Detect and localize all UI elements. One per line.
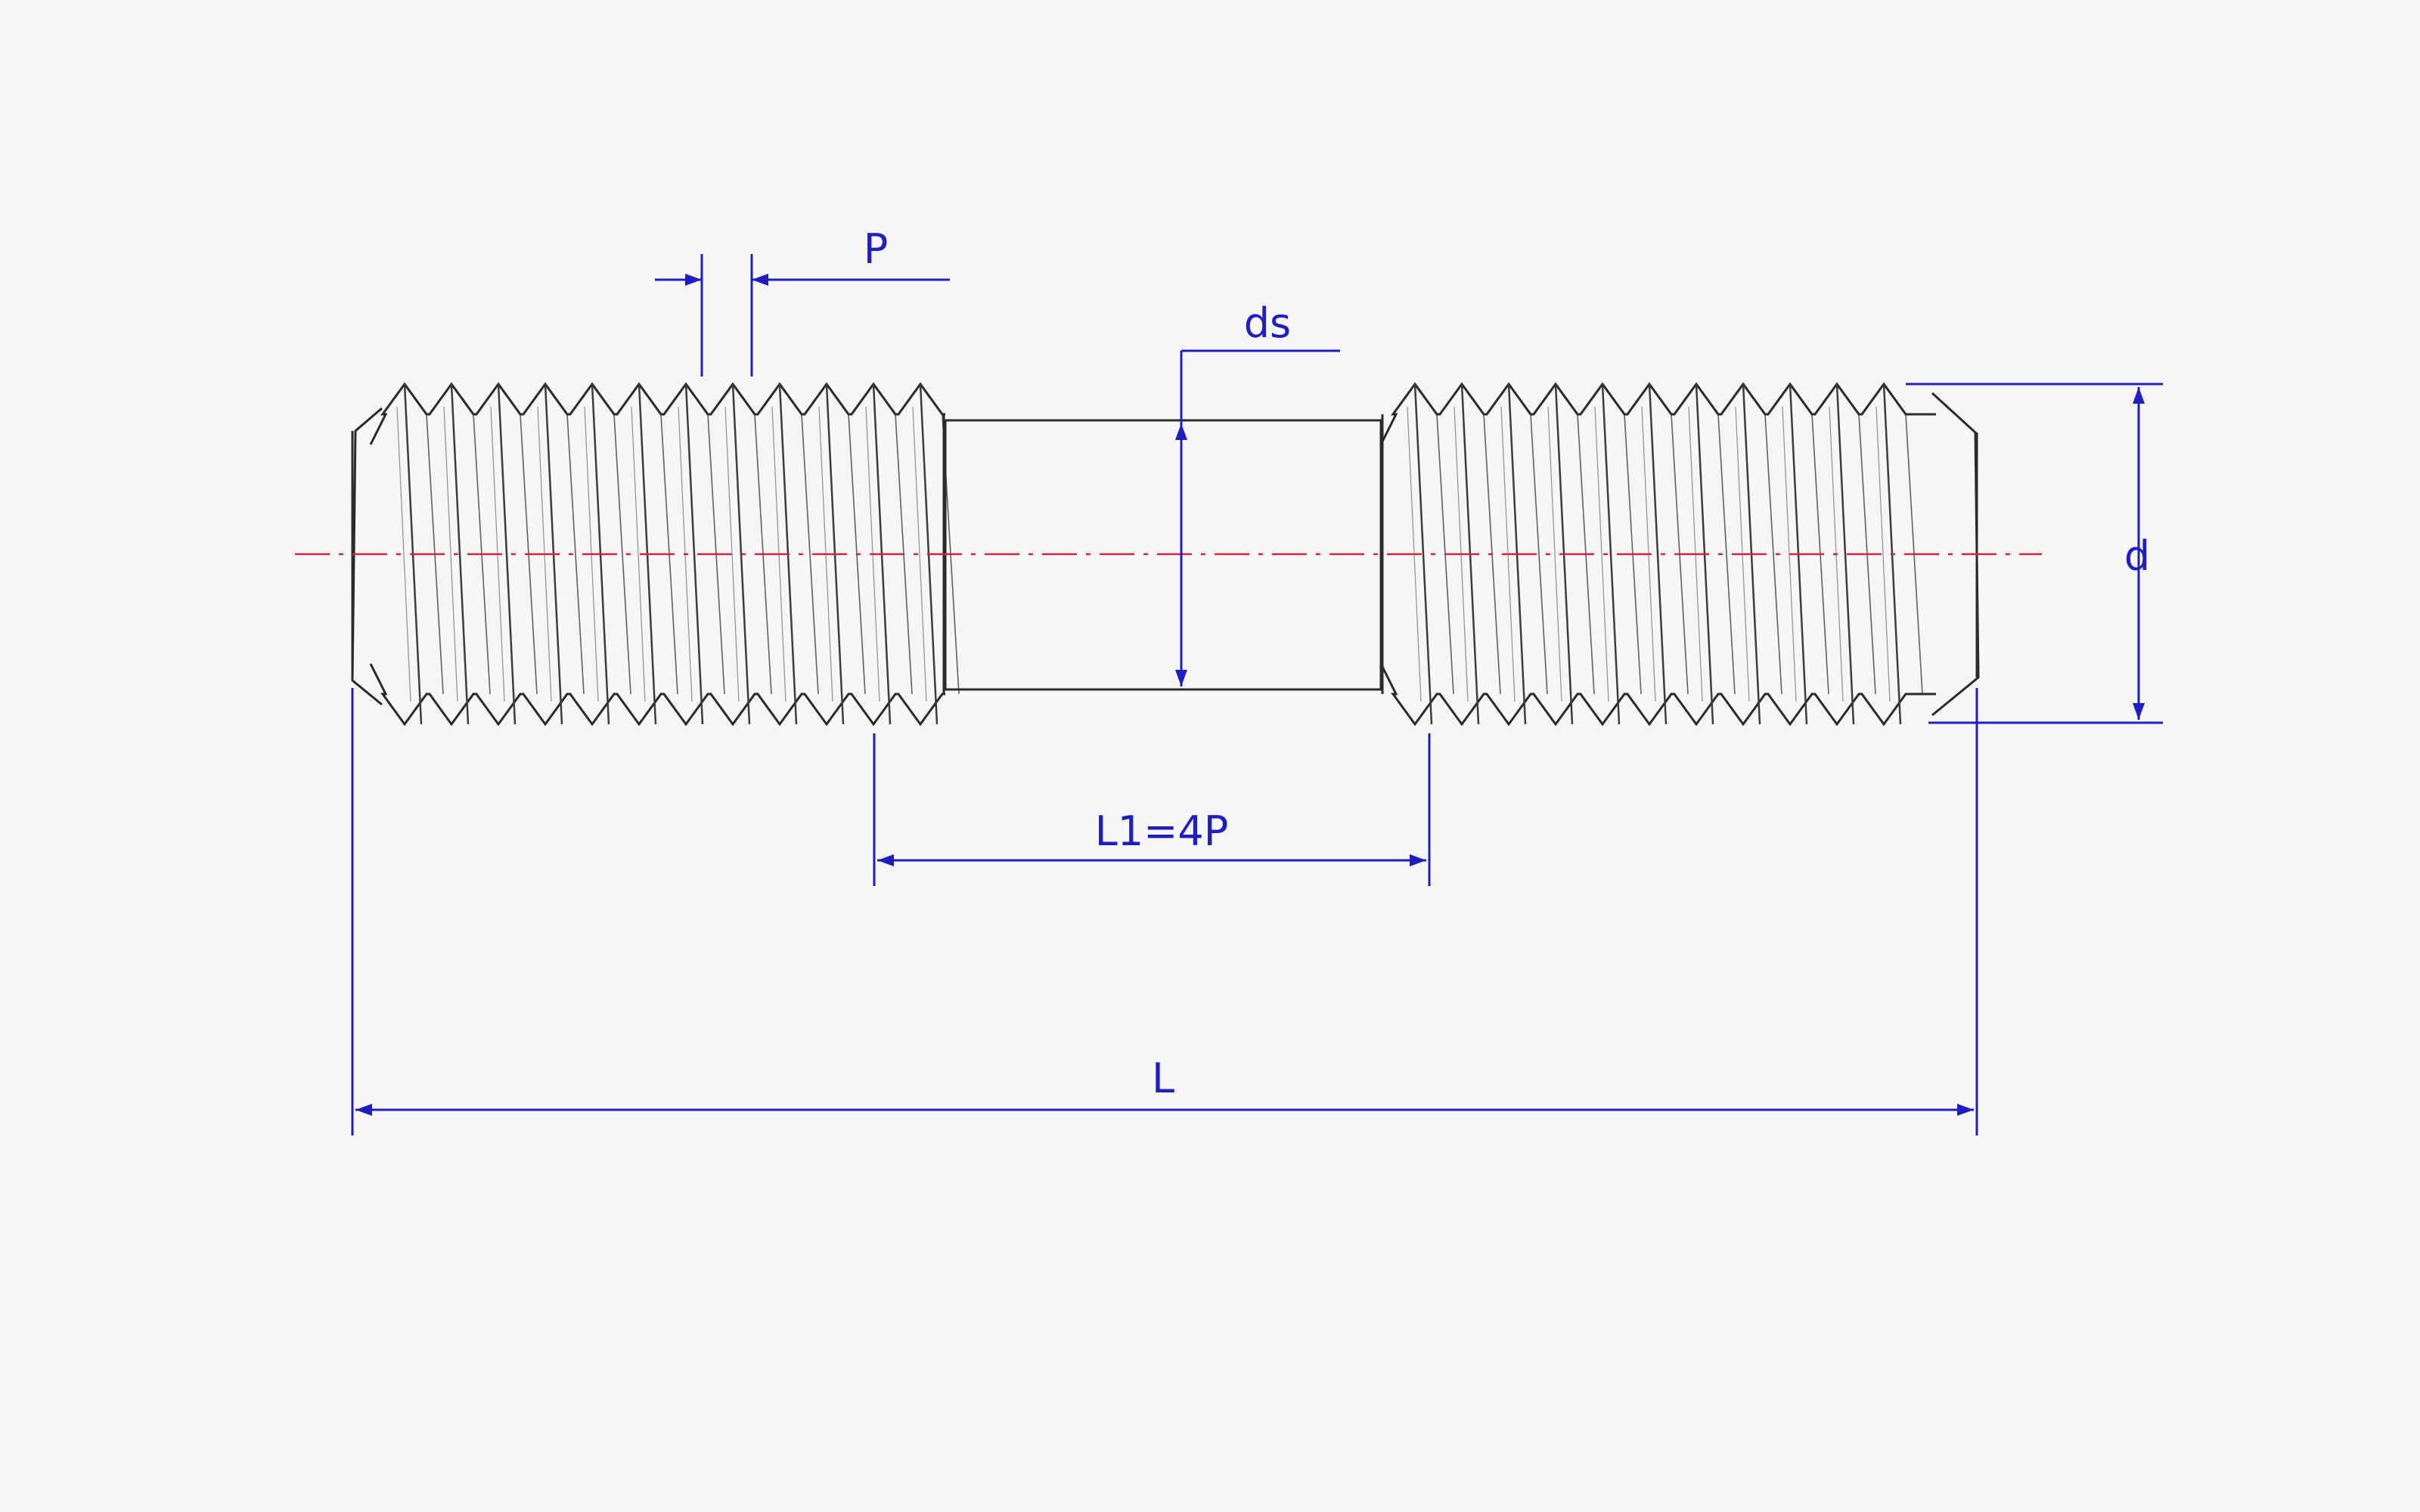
shank-diameter-label: ds	[1244, 299, 1291, 347]
l1-arrow-left	[877, 854, 894, 866]
right-thread-crest-line	[1601, 383, 1621, 725]
ds-arrow-bottom	[1175, 670, 1187, 686]
l1-arrow-right	[1410, 854, 1426, 866]
right-thread-top-profile	[1379, 382, 1936, 445]
pitch-dimension	[655, 254, 950, 376]
left-thread-flank-line	[443, 406, 458, 702]
total-length-label: L	[1152, 1055, 1174, 1102]
left-end-chamfer	[351, 407, 383, 706]
shank-diameter-dimension	[1175, 349, 1340, 686]
right-thread-crest-line	[1413, 383, 1433, 725]
left-thread-bottom-profile	[369, 663, 945, 727]
pitch-arrow-left	[685, 274, 702, 286]
dimension-annotations	[351, 254, 2163, 1136]
d-arrow-bottom	[2133, 703, 2145, 720]
d-arrow-top	[2133, 387, 2145, 404]
ds-arrow-top	[1175, 423, 1187, 440]
right-thread-flank-line	[1594, 406, 1609, 702]
left-thread-flank-line	[631, 406, 646, 702]
pitch-label: P	[864, 225, 889, 273]
unthreaded-length-dimension	[873, 733, 1431, 886]
right-thread-flank-line	[1547, 406, 1562, 702]
major-diameter-label: d	[2124, 532, 2150, 580]
left-thread-root-line	[801, 414, 819, 695]
left-thread-crest-line	[684, 383, 704, 725]
major-diameter-dimension	[1906, 383, 2163, 724]
total-length-dimension	[351, 688, 1978, 1136]
right-thread-root-line	[1717, 414, 1736, 695]
left-thread-top-profile	[369, 382, 945, 445]
left-thread-root-line	[613, 414, 631, 695]
left-thread-crest-line	[450, 383, 470, 725]
l-arrow-right	[1957, 1104, 1974, 1116]
left-thread-crest-line	[497, 383, 517, 725]
left-thread-flank-line	[912, 406, 927, 702]
l-arrow-left	[355, 1104, 372, 1116]
right-thread-crest-line	[1648, 383, 1668, 725]
unthreaded-length-label: L1=4P	[1095, 807, 1229, 855]
right-thread-crest-line	[1835, 383, 1855, 725]
right-thread-root-line	[1764, 414, 1782, 695]
right-thread-root-line	[1530, 414, 1548, 695]
left-thread-flank-line	[396, 406, 411, 702]
right-thread-bottom-profile	[1379, 663, 1936, 727]
right-thread-flank-line	[1876, 406, 1891, 702]
left-thread-root-line	[566, 414, 585, 695]
pitch-arrow-right	[752, 274, 768, 286]
